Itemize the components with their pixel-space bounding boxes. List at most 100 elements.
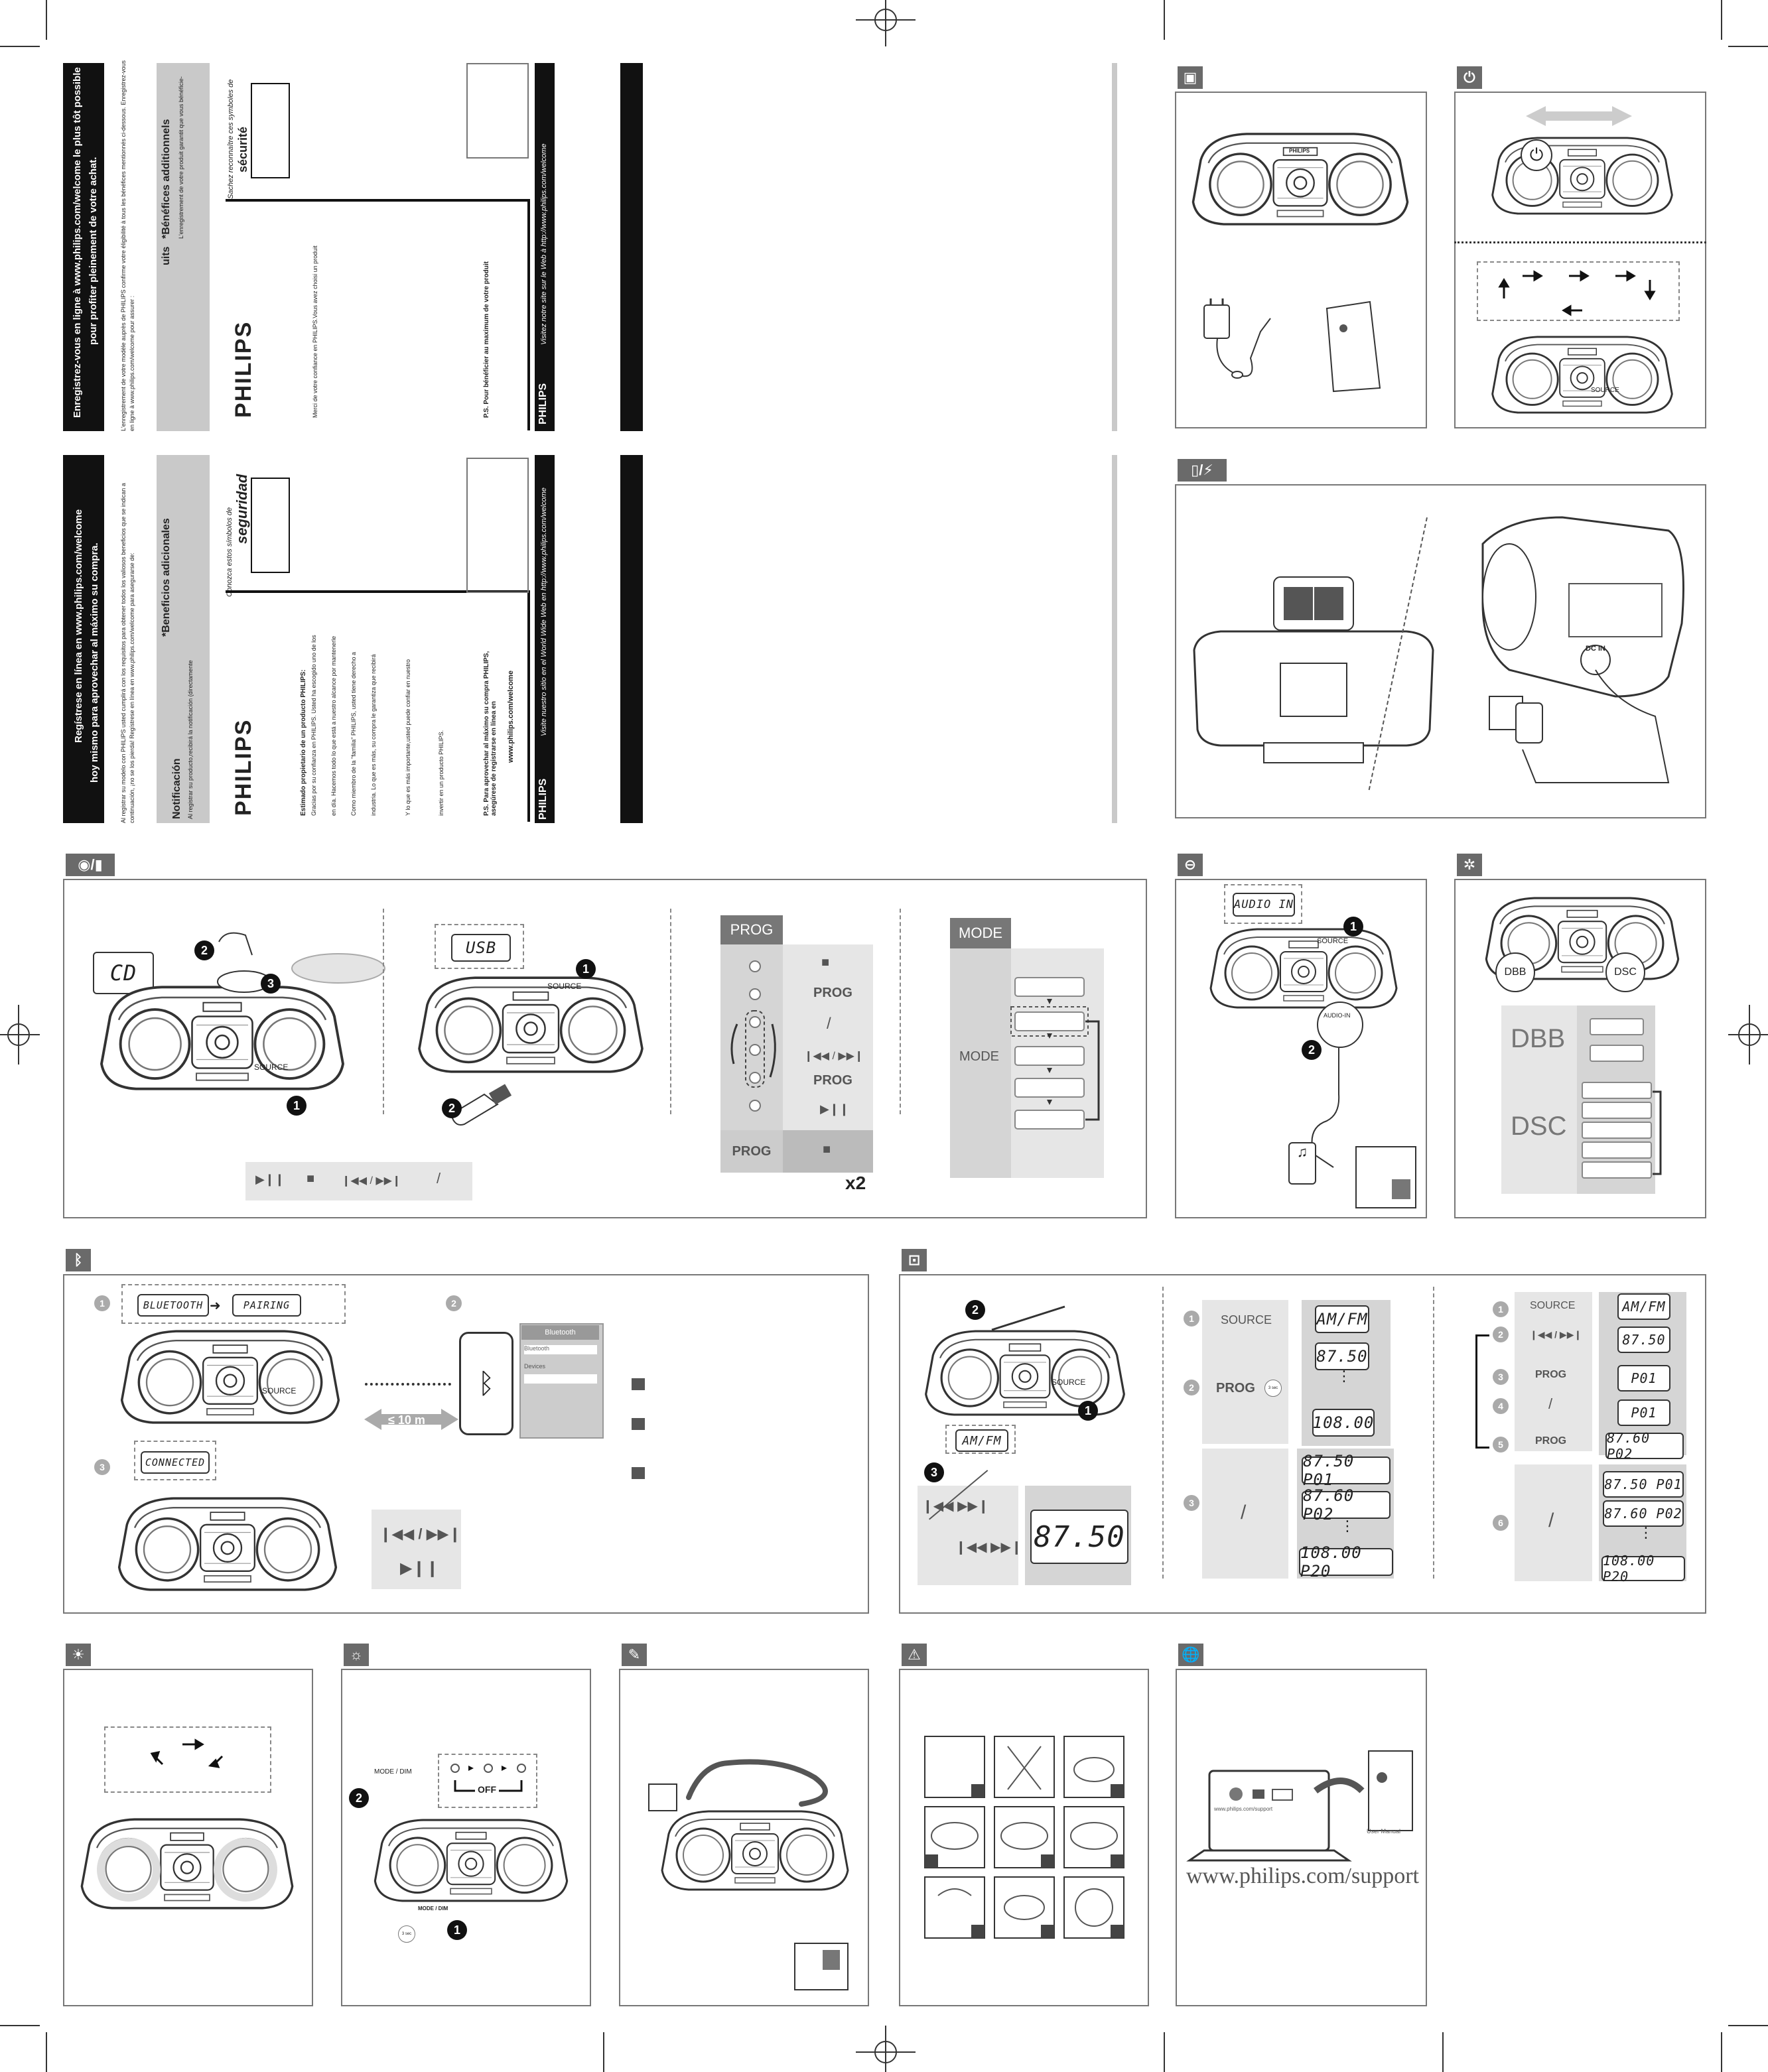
skip-control[interactable]: ❙◀◀ / ▶▶❙ [342,1175,401,1187]
radio-right-ellipsis: ⋮ [1639,1524,1653,1541]
radio-right-d5: 87.60 P02 [1605,1430,1684,1462]
radio-source-label[interactable]: SOURCE [1052,1378,1086,1387]
boombox-source [1491,336,1673,414]
phone-device-row[interactable] [524,1374,597,1384]
globe-icon: 🌐 [1178,1644,1203,1666]
boombox-bt-playing [117,1497,338,1591]
double-arrow-icon [1526,106,1632,126]
mode-button[interactable]: MODE [959,1049,999,1064]
support-url[interactable]: www.philips.com/support [1186,1864,1420,1888]
bt-range-arrow [364,1409,458,1430]
phone-devices-label: Devices [524,1363,546,1370]
prog-cancel-stop[interactable] [783,1130,873,1173]
radio-mid-source[interactable]: SOURCE [1221,1313,1272,1327]
radio-right-p2: 87.60 P02 [1603,1500,1684,1527]
bt-display-bluetooth: BLUETOOTH [137,1294,209,1317]
prog-label-2[interactable]: PROG [813,1073,852,1088]
radio-mid-n2: 2 [1184,1380,1199,1395]
laptop-url: www.philips.com/support [1214,1806,1273,1812]
bullet-3 [632,1467,645,1479]
fr-benefits-title: *Bénéfices additionnels [161,119,172,239]
dsc-button[interactable]: DSC [1605,952,1645,992]
radio-icon: ⊡ [902,1249,927,1271]
usb-step-1-badge: 1 [576,959,596,979]
dim-button-label[interactable]: MODE / DIM [418,1906,448,1911]
prog-cancel-stop-icon: ■ [823,1142,831,1157]
boombox-audio-in [1209,928,1398,1009]
usb-source-label[interactable]: SOURCE [547,982,582,991]
fr-card-frame [226,199,530,430]
bt-controls [372,1510,461,1589]
bt-source-label[interactable]: SOURCE [262,1386,297,1395]
radio-right-n2: 2 [1493,1327,1509,1342]
light-cycle-arrows [150,1738,224,1768]
bt-play-control[interactable]: ▶❙❙ [400,1559,439,1577]
bt-display-connected: CONNECTED [141,1451,210,1474]
es-owner-l2: en día. Hacemos todo lo que está a nuest… [330,635,337,816]
cable-inset-plug [1392,1179,1410,1199]
radio-right-p3: 108.00 P20 [1601,1553,1685,1585]
prog-skip[interactable]: ❙◀◀ / ▶▶❙ [804,1051,864,1062]
es-banner-line2: hoy mismo para aprovechar al máximo su c… [89,543,100,783]
radio-right-n4: 4 [1493,1398,1509,1414]
dbb-label: DBB [1511,1024,1566,1053]
es-intro: Al registrar su modelo con PHILIPS usted… [120,483,135,823]
phone-bt-toggle-row[interactable]: Bluetooth [524,1345,597,1354]
prog-header: PROG [720,915,783,944]
sun-icon-2: ☼ [344,1644,369,1666]
stop-control[interactable]: ■ [306,1171,315,1186]
radio-freq-display: 87.50 [1030,1510,1128,1564]
es-ps-url: www.philips.com/welcome [507,671,515,763]
bt-skip-control[interactable]: ❙◀◀ / ▶▶❙ [379,1525,461,1542]
audio-step-2-badge: 2 [1302,1040,1322,1060]
phone-bt-header: Bluetooth [521,1325,599,1340]
radio-divider-2 [1433,1287,1434,1579]
fr-banner [63,63,104,431]
audio-source-label[interactable]: SOURCE [1317,937,1349,945]
bt-display-pairing: PAIRING [232,1294,301,1317]
radio-mid-n3: 3 [1184,1495,1199,1511]
prog-stop[interactable]: ■ [821,955,830,970]
bluetooth-icon: ᛒ [66,1249,91,1271]
radio-right-skip[interactable]: ❙◀◀ / ▶▶❙ [1530,1329,1582,1340]
radio-mid-prog[interactable]: PROG [1216,1381,1255,1395]
radio-right-n5: 5 [1493,1437,1509,1453]
cd-source-label[interactable]: SOURCE [254,1063,289,1072]
radio-right-prog[interactable]: PROG [1535,1369,1567,1380]
radio-right-n1: 1 [1493,1301,1509,1317]
es-safety-labels [251,478,290,573]
dim-mode-label[interactable]: MODE / DIM [374,1768,412,1776]
manual-label: User Manual [1367,1828,1401,1835]
play-pause-control[interactable]: ▶❙❙ [255,1173,285,1186]
radio-right-source[interactable]: SOURCE [1530,1300,1576,1311]
radio-step-2-badge: 2 [965,1300,985,1320]
box-icon: ▣ [1178,66,1203,89]
source-label[interactable]: SOURCE [1591,387,1619,394]
es-brand: PHILIPS [231,718,256,816]
radio-skip-fast[interactable]: ❙◀◀ ▶▶❙ [922,1499,989,1514]
power-button[interactable]: ⏻ [1521,139,1552,171]
radio-mid-sec: 3 sec [1264,1380,1282,1397]
prog-cancel[interactable]: PROG [720,1130,783,1173]
boombox-power [1491,137,1673,215]
fr-intro: L'enregistrement de votre modèle auprès … [120,60,135,431]
dbb-button[interactable]: DBB [1495,952,1535,992]
es-ps: P.S. Para aprovechar al máximo su compra… [483,651,498,816]
mode-option-list [1010,977,1100,1130]
press-twice: x2 [845,1173,866,1193]
gear-icon: ✲ [1457,854,1482,876]
radio-skip-hold[interactable]: ❙◀◀ ▶▶❙ [955,1540,1022,1555]
radio-right-d3: P01 [1617,1365,1670,1392]
prog-label[interactable]: PROG [813,986,852,1000]
audio-in-jack[interactable] [1317,1002,1363,1048]
radio-right-prog-2[interactable]: PROG [1535,1435,1567,1447]
radio-right-p1: 87.50 P01 [1603,1471,1684,1498]
divider-2 [670,909,671,1114]
dim-cycle-icons [450,1764,526,1792]
prog-play[interactable]: ▶❙❙ [820,1102,850,1116]
step-1-badge: 1 [287,1096,306,1116]
radio-step-3-badge: 3 [924,1462,944,1482]
es-benefits-bar [157,455,210,823]
source-cycle-arrows [1498,270,1656,316]
